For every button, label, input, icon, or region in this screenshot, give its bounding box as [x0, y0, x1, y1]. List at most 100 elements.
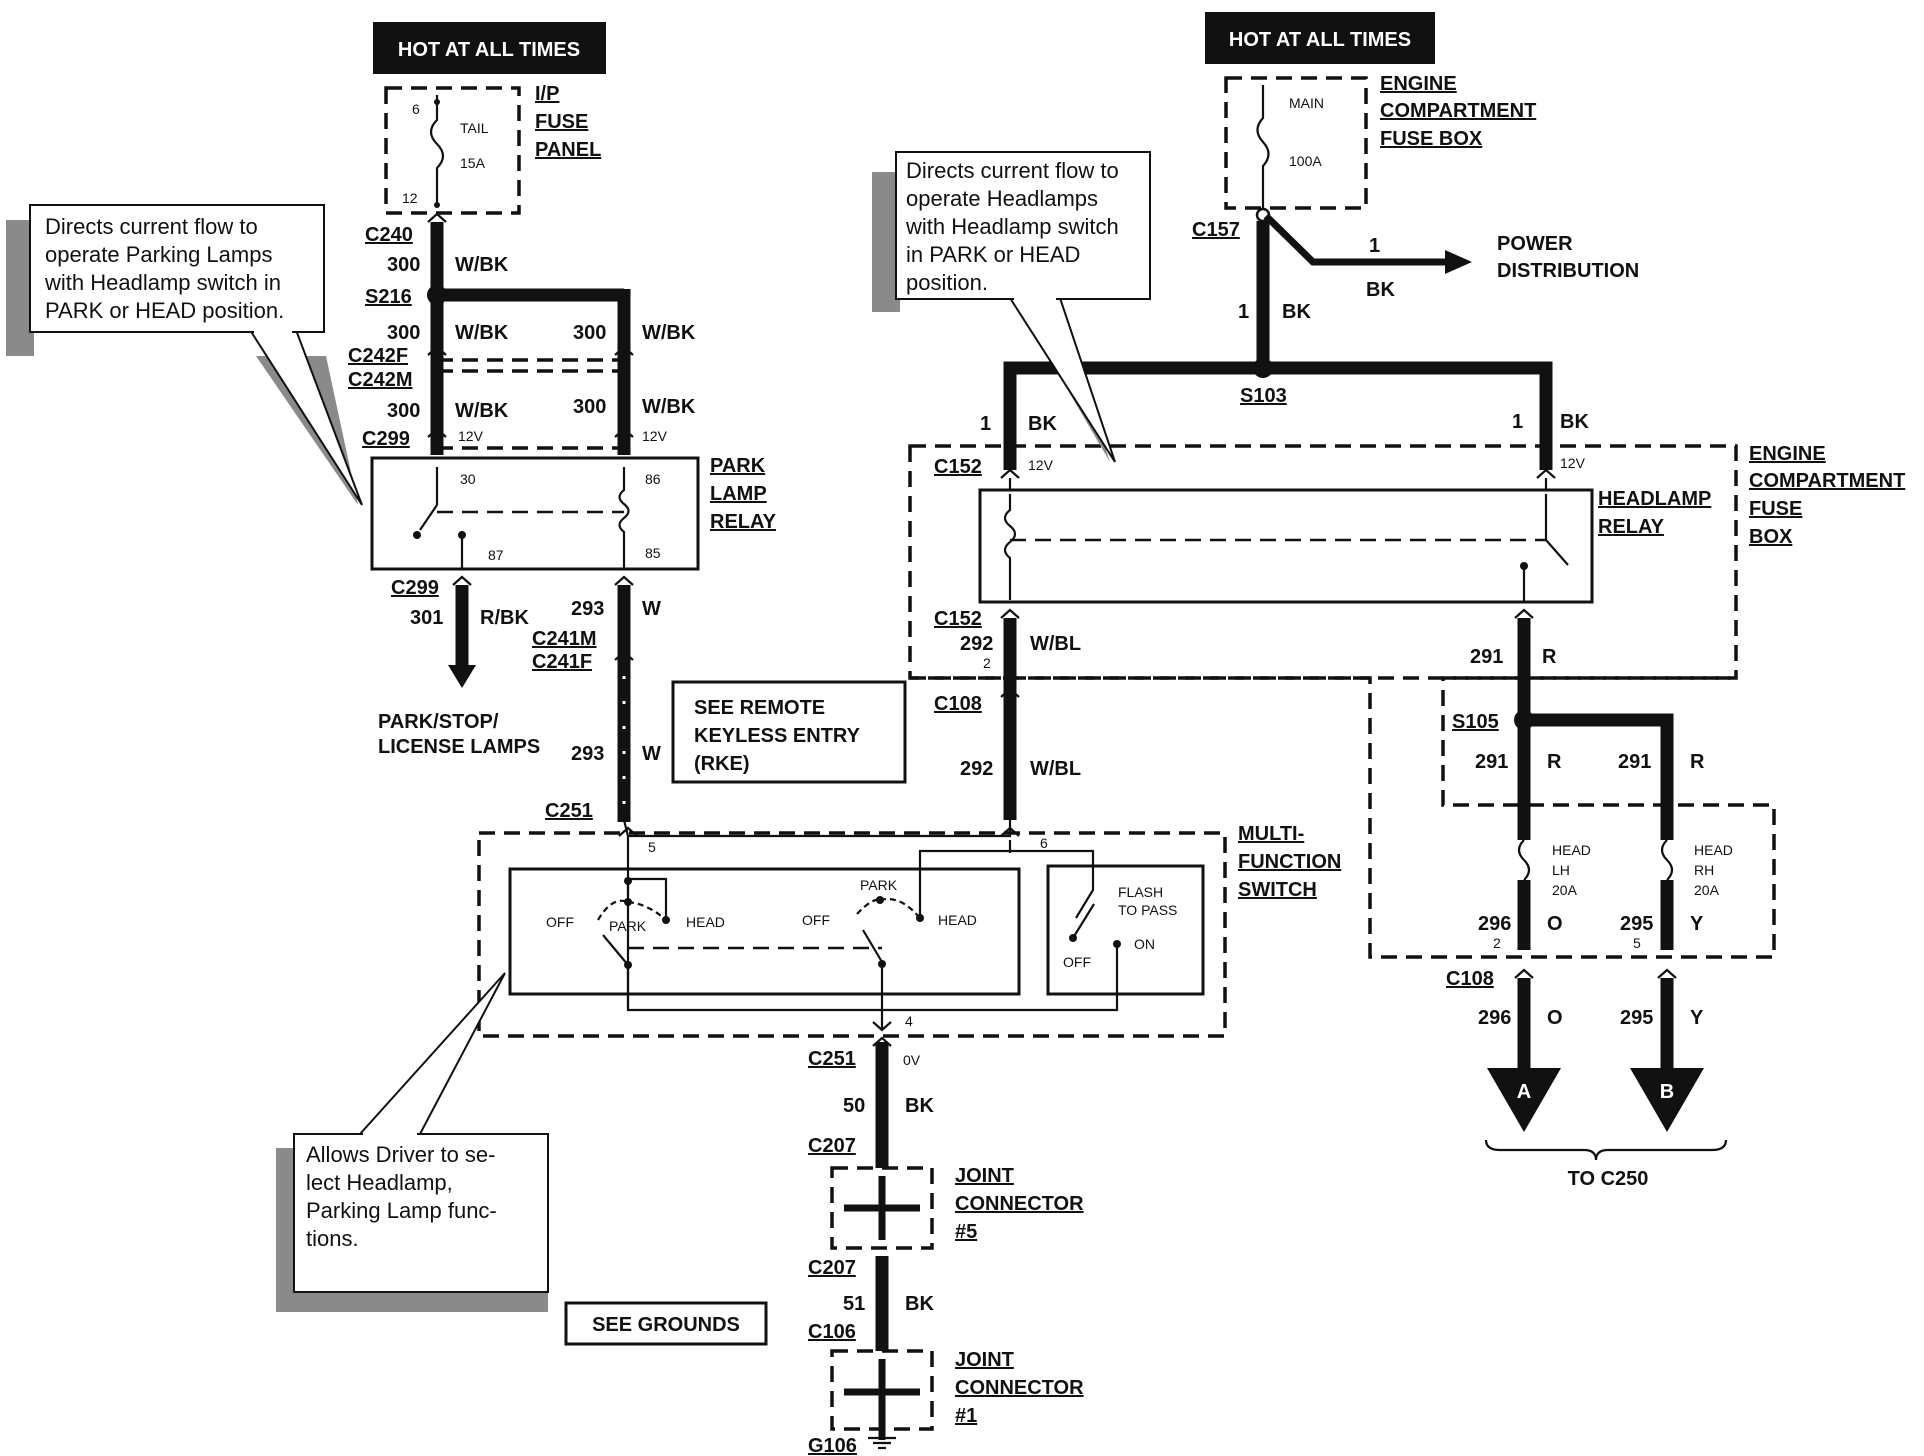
connector-labels-left: C240 S216 C242F C242M C299 300 W/BK 300 …	[348, 224, 696, 450]
svg-text:W/BK: W/BK	[642, 322, 696, 344]
svg-text:C152: C152	[934, 608, 982, 630]
svg-text:W: W	[642, 598, 661, 620]
svg-text:SEE GROUNDS: SEE GROUNDS	[592, 1314, 740, 1336]
svg-text:12: 12	[402, 190, 418, 206]
svg-text:292: 292	[960, 758, 993, 780]
svg-text:2: 2	[983, 655, 991, 671]
svg-text:291: 291	[1470, 646, 1503, 668]
svg-text:S105: S105	[1452, 711, 1499, 733]
svg-text:1: 1	[1512, 411, 1523, 433]
svg-text:ON: ON	[1134, 936, 1155, 952]
svg-text:(RKE): (RKE)	[694, 753, 750, 775]
svg-text:A: A	[1517, 1081, 1531, 1103]
svg-text:S216: S216	[365, 286, 412, 308]
svg-text:OFF: OFF	[546, 914, 574, 930]
svg-text:R/BK: R/BK	[480, 607, 529, 629]
svg-text:CONNECTOR: CONNECTOR	[955, 1193, 1084, 1215]
svg-text:BOX: BOX	[1749, 526, 1793, 548]
svg-text:Allows Driver to se-: Allows Driver to se-	[306, 1142, 495, 1167]
svg-text:BK: BK	[1282, 301, 1311, 323]
svg-text:293: 293	[571, 598, 604, 620]
svg-text:TAIL: TAIL	[460, 120, 489, 136]
callout-driver-select: Allows Driver to se- lect Headlamp, Park…	[276, 972, 549, 1312]
svg-text:W/BK: W/BK	[642, 396, 696, 418]
svg-text:#5: #5	[955, 1221, 977, 1243]
svg-text:HOT AT ALL TIMES: HOT AT ALL TIMES	[1229, 29, 1411, 51]
svg-text:PARK: PARK	[710, 455, 766, 477]
bus-bk: S103 1 BK 1 BK	[980, 361, 1589, 470]
svg-text:Directs current flow to: Directs current flow to	[45, 214, 258, 239]
svg-text:W/BL: W/BL	[1030, 758, 1081, 780]
svg-text:HEAD: HEAD	[938, 912, 977, 928]
ground-symbol-g106: G106	[808, 1435, 896, 1456]
svg-text:87: 87	[488, 547, 504, 563]
svg-text:S103: S103	[1240, 385, 1287, 407]
wires-296-295: 296 2 O 295 5 Y C108 296 O 295 Y	[1446, 880, 1704, 1070]
svg-text:C241F: C241F	[532, 651, 592, 673]
svg-text:CONNECTOR: CONNECTOR	[955, 1377, 1084, 1399]
svg-text:HEAD: HEAD	[686, 914, 725, 930]
svg-text:operate Headlamps: operate Headlamps	[906, 186, 1098, 211]
svg-text:Y: Y	[1690, 1007, 1704, 1029]
svg-text:BK: BK	[1366, 279, 1395, 301]
svg-text:5: 5	[648, 839, 656, 855]
arrow-b: B	[1630, 1068, 1704, 1132]
svg-text:R: R	[1542, 646, 1557, 668]
svg-text:C207: C207	[808, 1257, 856, 1279]
svg-text:#1: #1	[955, 1405, 977, 1427]
svg-text:85: 85	[645, 545, 661, 561]
svg-text:PANEL: PANEL	[535, 139, 601, 161]
svg-text:lect Headlamp,: lect Headlamp,	[306, 1170, 453, 1195]
svg-text:W/BK: W/BK	[455, 254, 509, 276]
svg-text:12V: 12V	[642, 428, 668, 444]
head-fuses: HEAD LH 20A HEAD RH 20A	[1517, 839, 1733, 898]
svg-text:in PARK or HEAD: in PARK or HEAD	[906, 242, 1080, 267]
see-grounds-box: SEE GROUNDS	[564, 1301, 768, 1346]
svg-text:BK: BK	[1560, 411, 1589, 433]
power-distribution-branch: C157 1 BK POWER DISTRIBUTION 1 BK	[1192, 207, 1639, 372]
svg-text:300: 300	[387, 322, 420, 344]
svg-text:G106: G106	[808, 1435, 857, 1456]
svg-text:C299: C299	[362, 428, 410, 450]
svg-text:300: 300	[387, 400, 420, 422]
svg-text:C207: C207	[808, 1135, 856, 1157]
svg-text:B: B	[1660, 1081, 1674, 1103]
right-hot-at-all-times: HOT AT ALL TIMES	[1205, 12, 1435, 64]
svg-text:1: 1	[1369, 235, 1380, 257]
svg-text:FUNCTION: FUNCTION	[1238, 851, 1341, 873]
svg-text:293: 293	[571, 743, 604, 765]
callout-parking-lamps: Directs current flow to operate Parking …	[6, 204, 363, 506]
svg-text:LH: LH	[1552, 862, 1570, 878]
svg-text:C240: C240	[365, 224, 413, 246]
svg-text:LAMP: LAMP	[710, 483, 767, 505]
svg-text:W/BK: W/BK	[455, 400, 509, 422]
svg-text:BK: BK	[905, 1293, 934, 1315]
svg-text:C241M: C241M	[532, 628, 596, 650]
svg-text:PARK or HEAD position.: PARK or HEAD position.	[45, 298, 284, 323]
svg-text:ENGINE: ENGINE	[1380, 73, 1457, 95]
svg-text:DISTRIBUTION: DISTRIBUTION	[1497, 260, 1639, 282]
wire-51: C207 51 BK C106	[808, 1256, 934, 1351]
svg-text:Directs current flow to: Directs current flow to	[906, 158, 1119, 183]
svg-text:4: 4	[905, 1013, 913, 1029]
svg-text:FLASH: FLASH	[1118, 884, 1163, 900]
svg-text:PARK: PARK	[609, 918, 647, 934]
svg-text:COMPARTMENT: COMPARTMENT	[1380, 100, 1536, 122]
svg-text:301: 301	[410, 607, 443, 629]
svg-text:5: 5	[1633, 935, 1641, 951]
svg-text:51: 51	[843, 1293, 865, 1315]
svg-text:291: 291	[1475, 751, 1508, 773]
svg-text:300: 300	[573, 396, 606, 418]
svg-text:OFF: OFF	[802, 912, 830, 928]
callout-headlamps: Directs current flow to operate Headlamp…	[872, 151, 1151, 463]
svg-text:operate Parking Lamps: operate Parking Lamps	[45, 242, 272, 267]
splice-s105	[1514, 710, 1534, 730]
svg-text:15A: 15A	[460, 155, 486, 171]
svg-text:C152: C152	[934, 456, 982, 478]
svg-text:FUSE BOX: FUSE BOX	[1380, 128, 1483, 150]
multi-function-switch: OFF PARK HEAD OFF PARK HEAD FLASH TO PAS…	[477, 823, 1341, 1038]
svg-text:300: 300	[573, 322, 606, 344]
svg-text:RH: RH	[1694, 862, 1714, 878]
svg-text:296: 296	[1478, 1007, 1511, 1029]
